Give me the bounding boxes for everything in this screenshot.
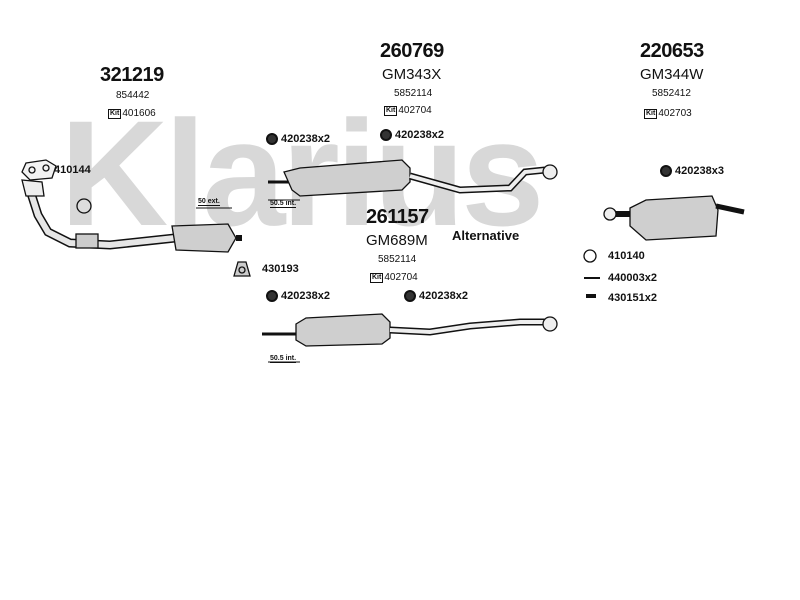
rear-accessory-ring: 410140 [608,250,645,262]
rear-part-number: 220653 [640,40,704,62]
front-accessory-mount: 430193 [262,263,299,275]
front-kit-number: 401606 [122,108,156,119]
clamp-icon [660,165,672,177]
rubber-mount-icon [233,261,251,277]
manifold-clamp-icon [76,198,92,214]
rear-oe-number: 5852412 [652,88,691,99]
middle-kit-number: 402704 [398,105,432,116]
alternative-silencer-part[interactable] [262,313,558,363]
clamp-icon [266,133,278,145]
front-accessory-gasket: 410144 [54,164,91,176]
front-kit: Kit 401606 [108,108,156,119]
kit-icon: Kit [644,108,658,119]
rear-accessory-clamp: 420238x3 [660,165,724,177]
alternative-accessory-clamp-2: 420238x2 [404,290,468,302]
middle-part-number: 260769 [380,40,444,62]
middle-oe-number: 5852114 [394,88,433,99]
clamp-icon [404,290,416,302]
alternative-kit-number: 402704 [384,272,418,283]
middle-dimension: 50.5 int. [270,200,297,208]
alternative-kit: Kit 402704 [370,272,418,283]
clamp-icon [266,290,278,302]
middle-accessory-clamp-2: 420238x2 [380,129,444,141]
ring-icon [583,249,597,263]
middle-accessory-clamp-1: 420238x2 [266,133,330,145]
middle-code: GM343X [382,66,442,83]
front-dimension: 50 ext. [198,198,220,206]
alternative-heading: Alternative [452,228,520,243]
rear-accessory-spring: 430151x2 [608,292,657,304]
rear-silencer-part[interactable] [603,195,745,241]
kit-icon: Kit [370,272,384,283]
rear-code: GM344W [640,66,704,83]
front-part-number: 321219 [100,64,164,86]
kit-icon: Kit [384,105,398,116]
front-pipe-part[interactable] [21,179,242,253]
kit-icon: Kit [108,108,122,119]
alternative-oe-number: 5852114 [378,254,417,265]
alternative-accessory-clamp-1: 420238x2 [266,290,330,302]
rear-kit: Kit 402703 [644,108,692,119]
gasket-icon [21,159,57,181]
middle-silencer-part[interactable] [268,159,558,201]
alternative-dimension: 50.5 int. [270,355,297,363]
alternative-code: GM689M [366,232,428,249]
middle-kit: Kit 402704 [384,105,432,116]
rear-kit-number: 402703 [658,108,692,119]
rear-accessory-bolt: 440003x2 [608,272,657,284]
front-oe-number: 854442 [116,90,150,101]
clamp-icon [380,129,392,141]
alternative-part-number: 261157 [366,206,429,228]
